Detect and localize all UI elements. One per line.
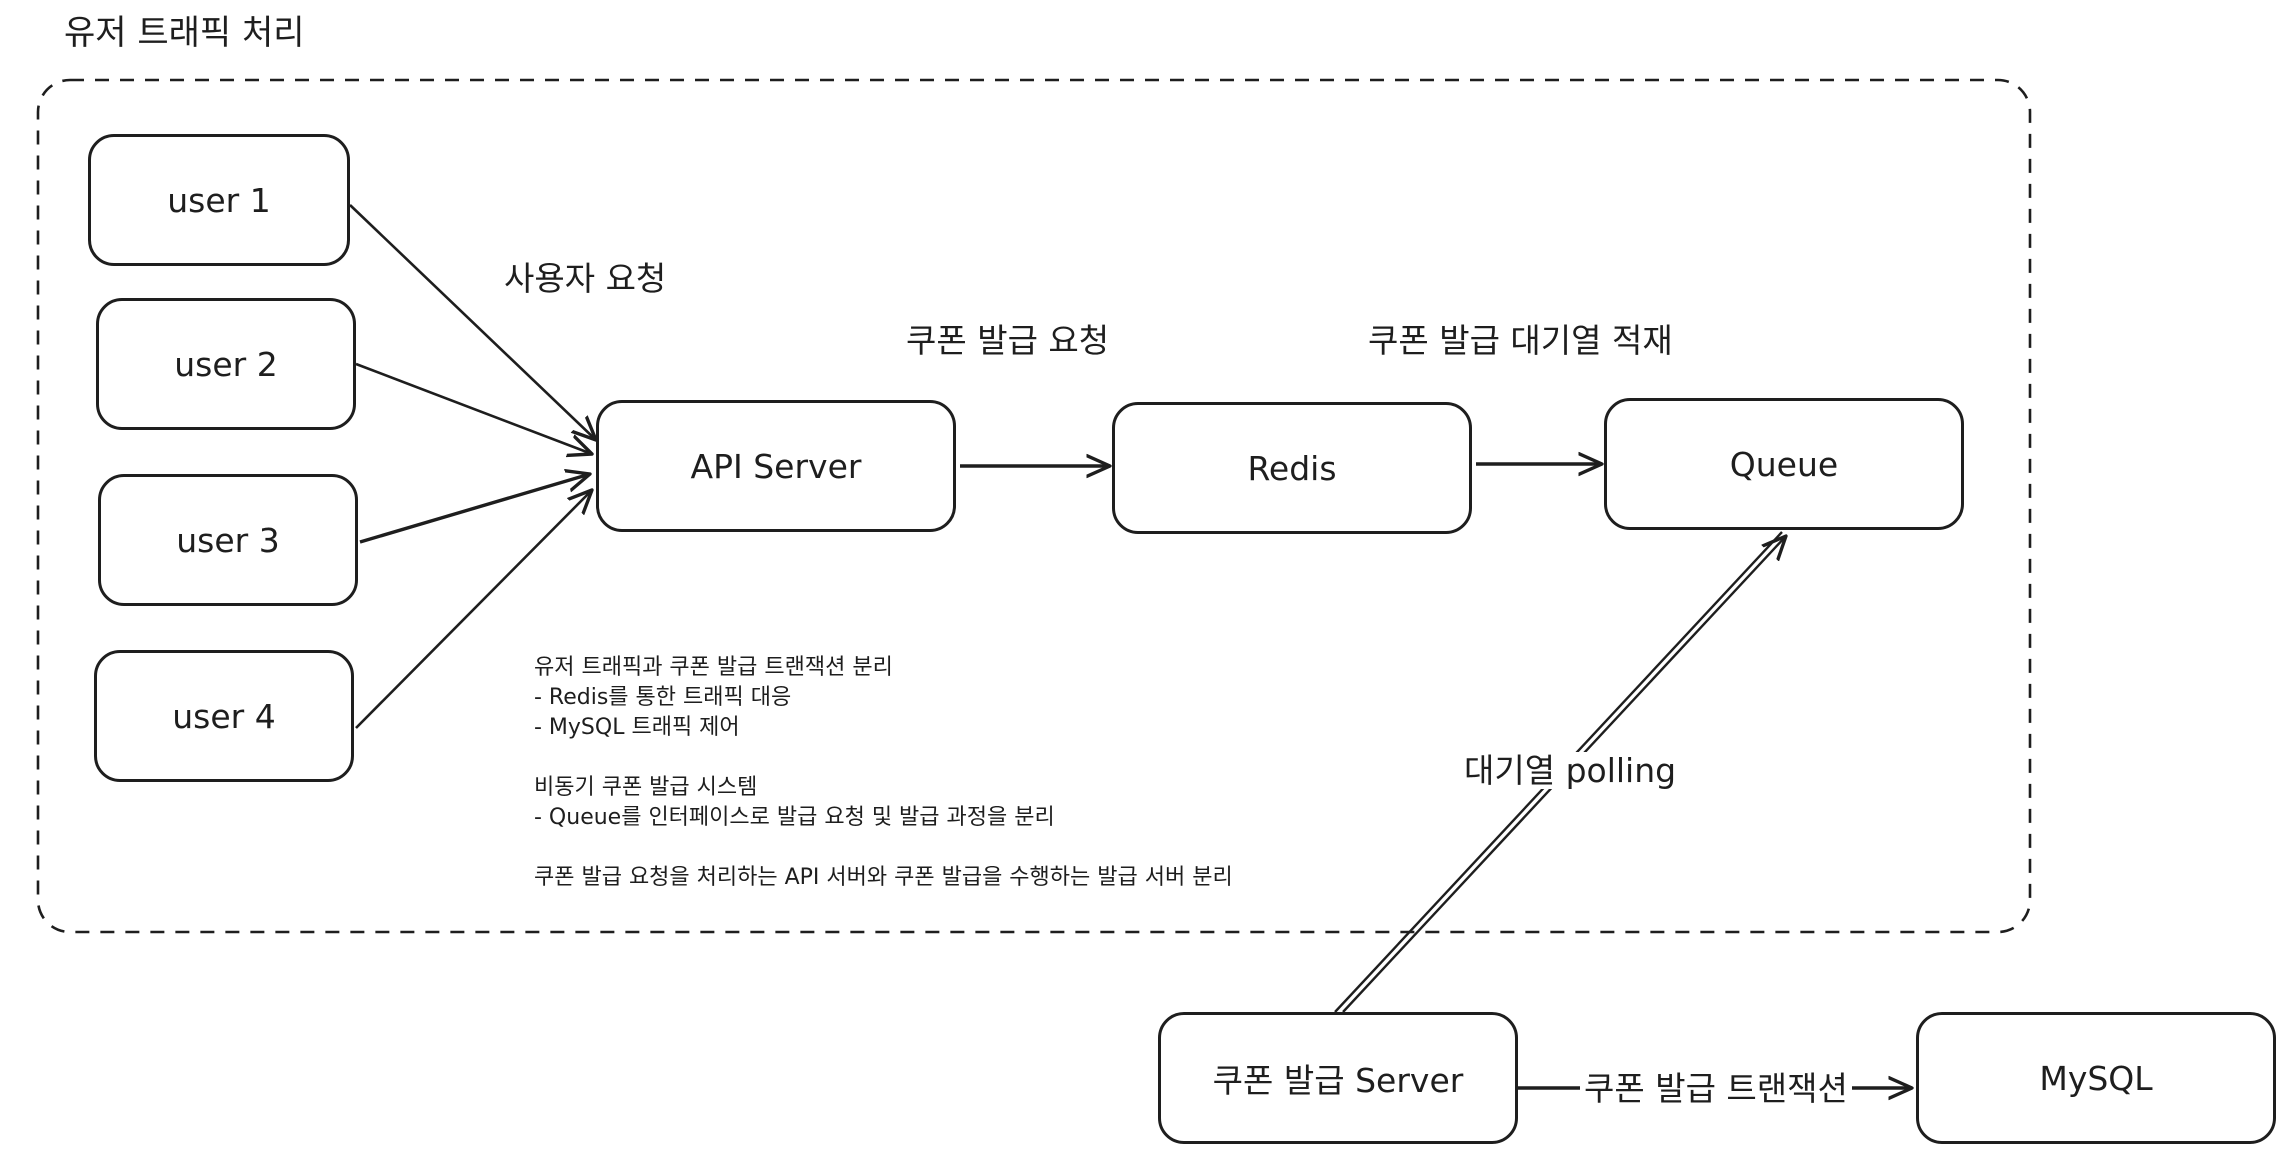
notes-line-6: 쿠폰 발급 요청을 처리하는 API 서버와 쿠폰 발급을 수행하는 발급 서버… xyxy=(534,865,1233,890)
system-boundary xyxy=(36,78,2032,934)
edge-user3-api xyxy=(359,474,590,544)
node-user-4[interactable]: user 4 xyxy=(94,650,354,782)
label-user-request: 사용자 요청 xyxy=(504,259,667,298)
notes-line-1: 유저 트래픽과 쿠폰 발급 트랜잭션 분리 xyxy=(534,655,893,680)
node-user-2-label: user 2 xyxy=(174,344,278,384)
notes-spacer-1 xyxy=(534,743,1434,773)
node-coupon-server-label: 쿠폰 발급 Server xyxy=(1212,1061,1464,1100)
notes-line-2: - Redis를 통한 트래픽 대응 xyxy=(534,685,792,710)
node-queue[interactable]: Queue xyxy=(1604,398,1964,530)
node-queue-label: Queue xyxy=(1729,444,1839,484)
node-user-3-label: user 3 xyxy=(176,520,280,560)
node-user-1-label: user 1 xyxy=(167,180,271,220)
node-user-2[interactable]: user 2 xyxy=(96,298,356,430)
notes-line-3: - MySQL 트래픽 제어 xyxy=(534,715,740,740)
node-redis[interactable]: Redis xyxy=(1112,402,1472,534)
label-coupon-request: 쿠폰 발급 요청 xyxy=(906,321,1110,360)
label-queue-load: 쿠폰 발급 대기열 적재 xyxy=(1368,321,1673,360)
diagram-title: 유저 트래픽 처리 xyxy=(64,13,305,53)
edge-user1-api xyxy=(349,204,596,440)
notes-block: 유저 트래픽과 쿠폰 발급 트랜잭션 분리 - Redis를 통한 트래픽 대응… xyxy=(534,653,1434,893)
node-redis-label: Redis xyxy=(1247,448,1337,488)
node-coupon-server[interactable]: 쿠폰 발급 Server xyxy=(1158,1012,1518,1144)
node-api-server-label: API Server xyxy=(690,446,862,486)
label-queue-polling: 대기열 polling xyxy=(1460,752,1681,789)
node-mysql-label: MySQL xyxy=(2039,1058,2153,1098)
edge-user4-api xyxy=(355,490,592,729)
node-user-3[interactable]: user 3 xyxy=(98,474,358,606)
edge-user2-api xyxy=(355,362,592,454)
label-coupon-transaction: 쿠폰 발급 트랜잭션 xyxy=(1580,1070,1852,1107)
node-user-1[interactable]: user 1 xyxy=(88,134,350,266)
notes-spacer-2 xyxy=(534,833,1434,863)
notes-line-4: 비동기 쿠폰 발급 시스템 xyxy=(534,775,758,800)
notes-line-5: - Queue를 인터페이스로 발급 요청 및 발급 과정을 분리 xyxy=(534,805,1055,830)
node-user-4-label: user 4 xyxy=(172,696,276,736)
node-api-server[interactable]: API Server xyxy=(596,400,956,532)
node-mysql[interactable]: MySQL xyxy=(1916,1012,2276,1144)
